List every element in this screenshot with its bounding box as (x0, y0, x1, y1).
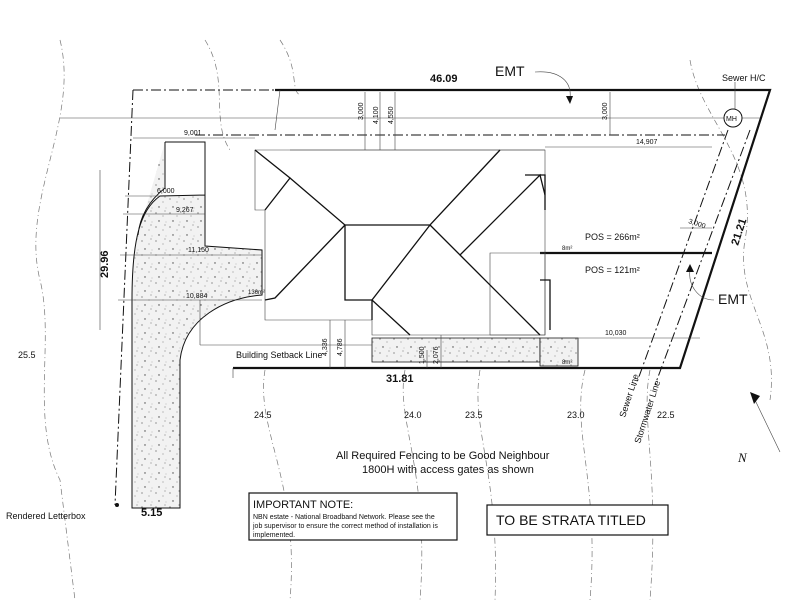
contour-25-5: 25.5 (18, 350, 36, 360)
manhole-icon (723, 108, 743, 128)
dim-10030: 10,030 (605, 330, 627, 337)
dim-11150: 11,150 (188, 247, 209, 254)
fencing-line-1: All Required Fencing to be Good Neighbou… (336, 450, 550, 462)
letterbox-icon (115, 503, 119, 507)
left-length: 29.96 (99, 250, 111, 278)
dim-2076: 2,076 (433, 346, 440, 364)
note-title: IMPORTANT NOTE: (253, 499, 353, 511)
contour-23-5: 23.5 (465, 410, 483, 420)
dim-3000-c: 3,000 (687, 218, 706, 230)
sewer-line-label: Sewer Line (617, 373, 640, 419)
dim-3000-a: 3,000 (358, 102, 365, 120)
dim-9267: 9,267 (176, 207, 194, 214)
dim-3000-b: 3,000 (602, 102, 609, 120)
stormwater-line (654, 129, 751, 386)
dim-1500: 1,500 (419, 346, 426, 364)
sewer-line (635, 129, 729, 386)
roof-plan (254, 149, 551, 336)
dim-4786: 4,786 (337, 338, 344, 356)
driveway (131, 141, 263, 509)
strata-label: TO BE STRATA TITLED (496, 512, 646, 528)
bottom-length: 31.81 (386, 373, 414, 385)
area-8-top: 8m² (562, 246, 572, 252)
note-line-2: job supervisor to ensure the correct met… (252, 523, 438, 530)
note-line-1: NBN estate - National Broadband Network.… (253, 514, 435, 521)
emt-top-arrowhead (566, 96, 573, 104)
lot-boundary (233, 88, 772, 370)
emt-right-arrowhead (686, 264, 694, 272)
frontage-length: 5.15 (141, 507, 162, 519)
contour-lines (35, 39, 772, 600)
dimension-lines (99, 92, 712, 368)
dim-14907: 14,907 (636, 139, 658, 146)
letterbox-label: Rendered Letterbox (6, 511, 86, 521)
emt-right-label: EMT (718, 291, 748, 307)
dim-10884: 10,884 (186, 293, 208, 300)
dim-4100: 4,100 (373, 106, 380, 124)
north-label: N (737, 450, 748, 465)
important-note-box (248, 492, 458, 541)
manhole-label: MH (726, 116, 737, 123)
garage-outline (489, 252, 546, 336)
note-line-3: implemented. (253, 532, 295, 539)
dim-4336: 4,336 (322, 338, 329, 356)
sewer-hc-label: Sewer H/C (722, 73, 766, 83)
front-lines (232, 89, 281, 378)
house-outline (254, 149, 546, 336)
pos-266: POS = 266m² (585, 232, 640, 242)
paved-strip (371, 337, 541, 363)
dim-9001: 9,001 (184, 130, 202, 137)
top-length: 46.09 (430, 73, 458, 85)
emt-top-label: EMT (495, 63, 525, 79)
dim-6000: 6,000 (157, 188, 175, 195)
pos-121: POS = 121m² (585, 265, 640, 275)
contour-24-0: 24.0 (404, 410, 422, 420)
dim-4550: 4,550 (388, 106, 395, 124)
strata-box (486, 504, 669, 536)
contour-22-5: 22.5 (657, 410, 675, 420)
area-8-bottom: 8m² (562, 360, 572, 366)
area-136: 136m² (248, 290, 265, 296)
emt-right-arrow (689, 269, 715, 301)
contour-24-5: 24.5 (254, 410, 272, 420)
fencing-line-2: 1800H with access gates as shown (362, 464, 534, 476)
left-boundary (114, 89, 275, 506)
emt-top-arrow (534, 71, 571, 99)
contour-23-0: 23.0 (567, 410, 585, 420)
setback-label: Building Setback Line (236, 350, 323, 360)
north-arrow-icon (750, 392, 781, 453)
